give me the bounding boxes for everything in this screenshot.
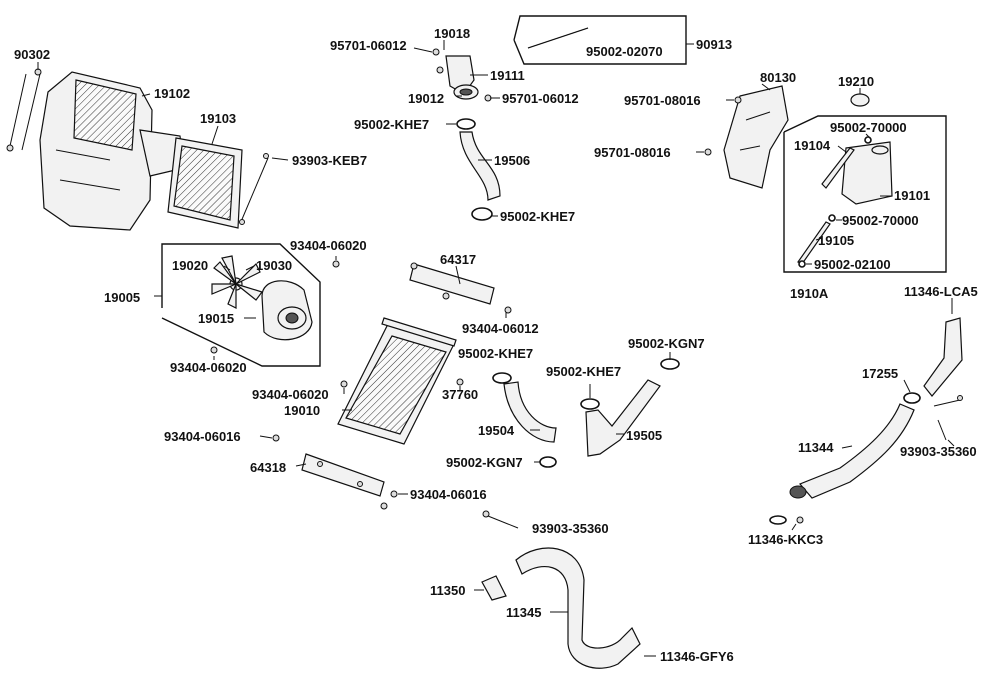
label-95002-khe7-c: 95002-KHE7 [458,346,533,361]
reservoir-kit-box-1910a [783,115,947,273]
label-19005: 19005 [104,290,140,305]
label-95002-70000-b: 95002-70000 [842,213,919,228]
label-19020: 19020 [172,258,208,273]
label-95701-08016-b: 95701-08016 [594,145,671,160]
label-19504: 19504 [478,423,515,438]
tube-19104 [821,147,855,189]
label-1910a: 1910A [790,286,829,301]
reservoir-cover-80130 [723,85,789,189]
label-19506: 19506 [494,153,530,168]
hose-clamp-95002-khe7-lower [471,207,493,221]
label-11346-gfy6: 11346-GFY6 [660,649,734,664]
label-93903-keb7: 93903-KEB7 [292,153,367,168]
label-95002-kgn7-b: 95002-KGN7 [446,455,523,470]
label-64318: 64318 [250,460,286,475]
label-19102: 19102 [154,86,190,101]
label-11350: 11350 [430,583,465,598]
label-93404-06020-c: 93404-06020 [252,387,329,402]
label-95701-06012-b: 95701-06012 [502,91,579,106]
label-95002-khe7-a: 95002-KHE7 [354,117,429,132]
hose-clamp-17255 [903,392,921,404]
label-11344: 11344 [798,440,834,455]
label-19010: 19010 [284,403,320,418]
bracket-64318 [301,453,385,497]
screw-rod-90302 [6,68,42,152]
screw-rod-93903-35360 [933,395,963,441]
label-95002-02100: 95002-02100 [814,257,891,272]
label-19030: 19030 [256,258,292,273]
hose-11346-lca5 [923,317,963,397]
label-80130: 80130 [760,70,796,85]
label-11346-lca5: 11346-LCA5 [904,284,978,299]
fan-19020 [211,255,263,309]
label-11346-kkc3: 11346-KKC3 [748,532,823,547]
bracket-64317 [409,262,512,314]
hose-19506 [459,131,501,201]
label-95002-02070: 95002-02070 [586,44,663,59]
hose-clamp-95002-khe7 [456,118,476,130]
label-19101: 19101 [894,188,930,203]
label-19103: 19103 [200,111,236,126]
label-19210: 19210 [838,74,874,89]
label-93404-06016-a: 93404-06016 [164,429,241,444]
label-95002-khe7-d: 95002-KHE7 [546,364,621,379]
hose-19504 [503,381,557,443]
hose-clamp-95002-khe7-c [492,372,512,384]
label-37760: 37760 [442,387,478,402]
hose-11345 [515,547,641,669]
thermostat-19111 [453,84,479,100]
kit-box-90913 [513,15,687,65]
radiator-shroud-19102 [39,71,185,231]
label-17255: 17255 [862,366,898,381]
fan-assembly-box-19005 [161,243,321,367]
radiator-core-19010 [337,317,457,445]
label-64317: 64317 [440,252,476,267]
label-11345: 11345 [506,605,541,620]
hose-19505 [585,379,661,457]
label-93404-06020-b: 93404-06020 [170,360,247,375]
label-95002-kgn7-a: 95002-KGN7 [628,336,705,351]
hose-clamp-95002-khe7-d [580,398,600,410]
label-19505: 19505 [626,428,662,443]
label-93404-06012: 93404-06012 [462,321,539,336]
radiator-screen-19103 [167,137,243,229]
label-93903-35360-b: 93903-35360 [900,444,977,459]
reservoir-tank-19101 [841,141,893,205]
hose-clamp-95002-kgn7-a [660,358,680,370]
fan-motor-shroud-19030 [261,280,313,341]
label-90302: 90302 [14,47,50,62]
hose-clamp-95002-kgn7-b [539,456,557,468]
label-93404-06020-a: 93404-06020 [290,238,367,253]
drain-plug-37760 [456,378,464,386]
label-19105: 19105 [818,233,854,248]
hose-clip-11350 [481,575,507,601]
label-19104: 19104 [794,138,831,153]
label-19015: 19015 [198,311,234,326]
hose-11344 [798,403,915,499]
hose-11346-kkc3 [769,515,804,525]
label-19018: 19018 [434,26,470,41]
label-93404-06016-b: 93404-06016 [410,487,487,502]
screw-set-93903-keb7 [239,153,269,225]
label-19111: 19111 [490,68,525,83]
label-19012: 19012 [408,91,444,106]
label-95701-06012-a: 95701-06012 [330,38,407,53]
label-95701-08016-a: 95701-08016 [624,93,701,108]
label-95002-70000-a: 95002-70000 [830,120,907,135]
label-90913: 90913 [696,37,732,52]
label-93903-35360-a: 93903-35360 [532,521,609,536]
label-95002-khe7-b: 95002-KHE7 [500,209,575,224]
reservoir-cap-19210 [850,93,870,107]
